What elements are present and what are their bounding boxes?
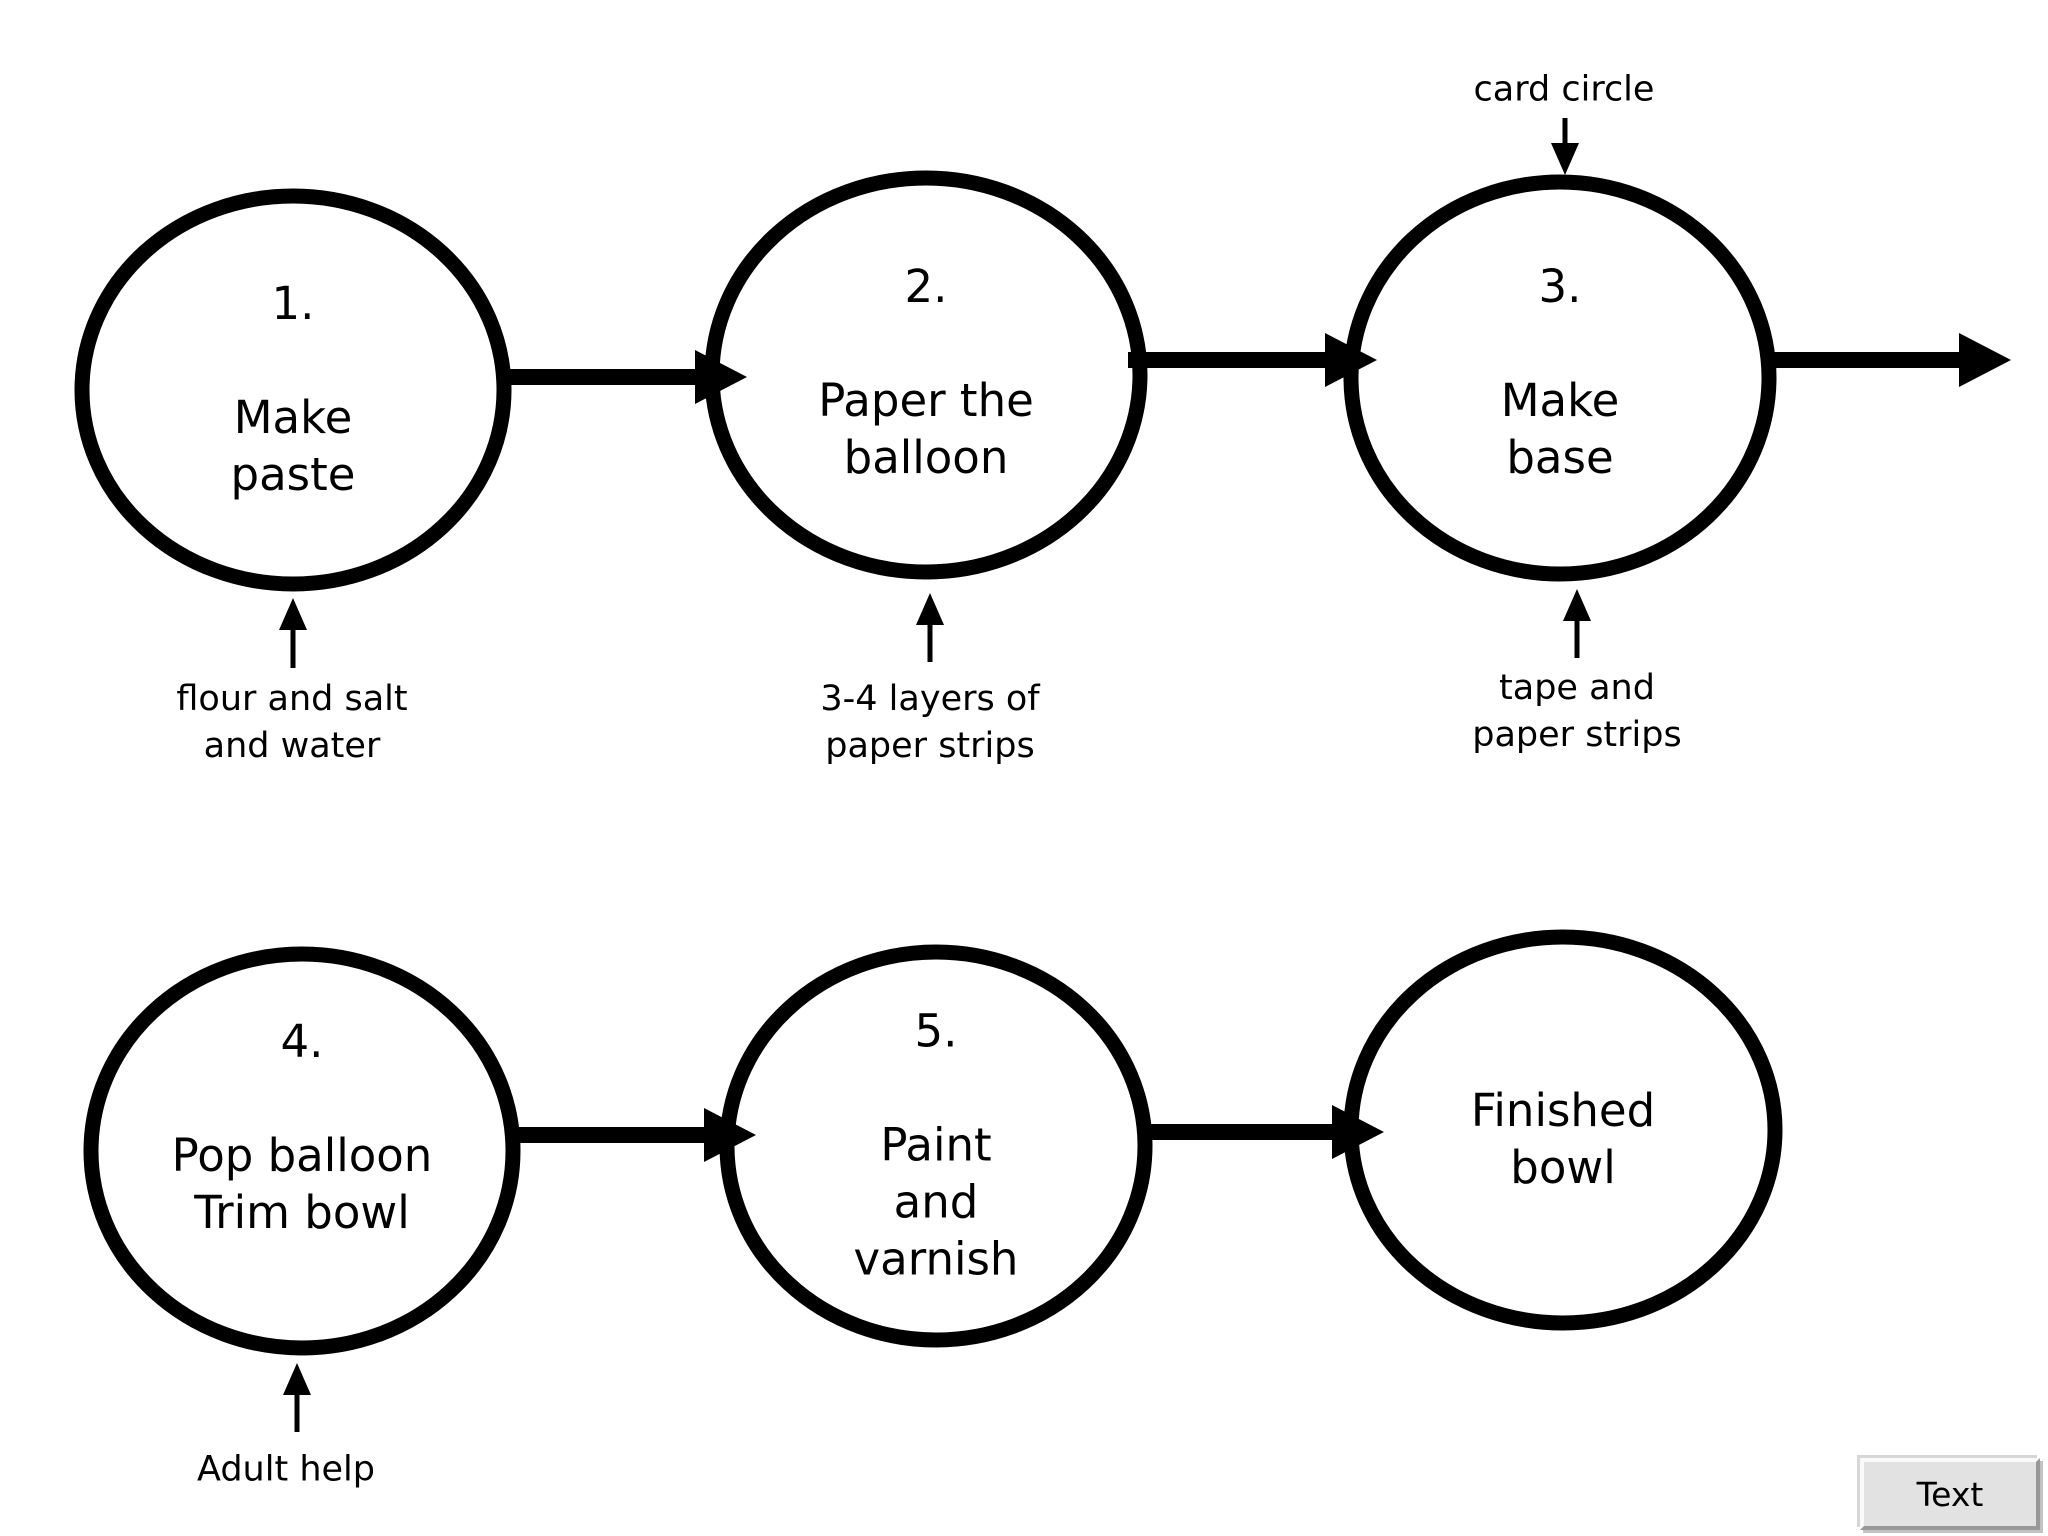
annotation-paper-layers: 3-4 layers of paper strips	[820, 679, 1040, 766]
node-label-step-2: 2. Paper the balloon	[818, 260, 1034, 484]
annotation-adult-help: Adult help	[197, 1449, 375, 1490]
node-label-step-3: 3. Make base	[1500, 260, 1620, 484]
text-tool-button[interactable]: Text	[1860, 1458, 2040, 1530]
node-label-step-5: 5. Paint and varnish	[853, 1004, 1019, 1286]
node-ellipse-step-1	[74, 188, 512, 592]
node-label-step-1: 1. Make paste	[230, 277, 356, 501]
node-label-step-4: 4. Pop balloon Trim bowl	[171, 1015, 433, 1239]
text-tool-button-label: Text	[1916, 1474, 1984, 1514]
node-ellipse-step-4	[83, 946, 521, 1356]
annotation-card-circle: card circle	[1473, 69, 1655, 110]
annotation-tape-paper-strips: tape and paper strips	[1472, 668, 1682, 755]
node-label-step-6: Finished bowl	[1470, 1084, 1656, 1194]
annotation-flour-salt-water: flour and salt and water	[176, 679, 408, 766]
